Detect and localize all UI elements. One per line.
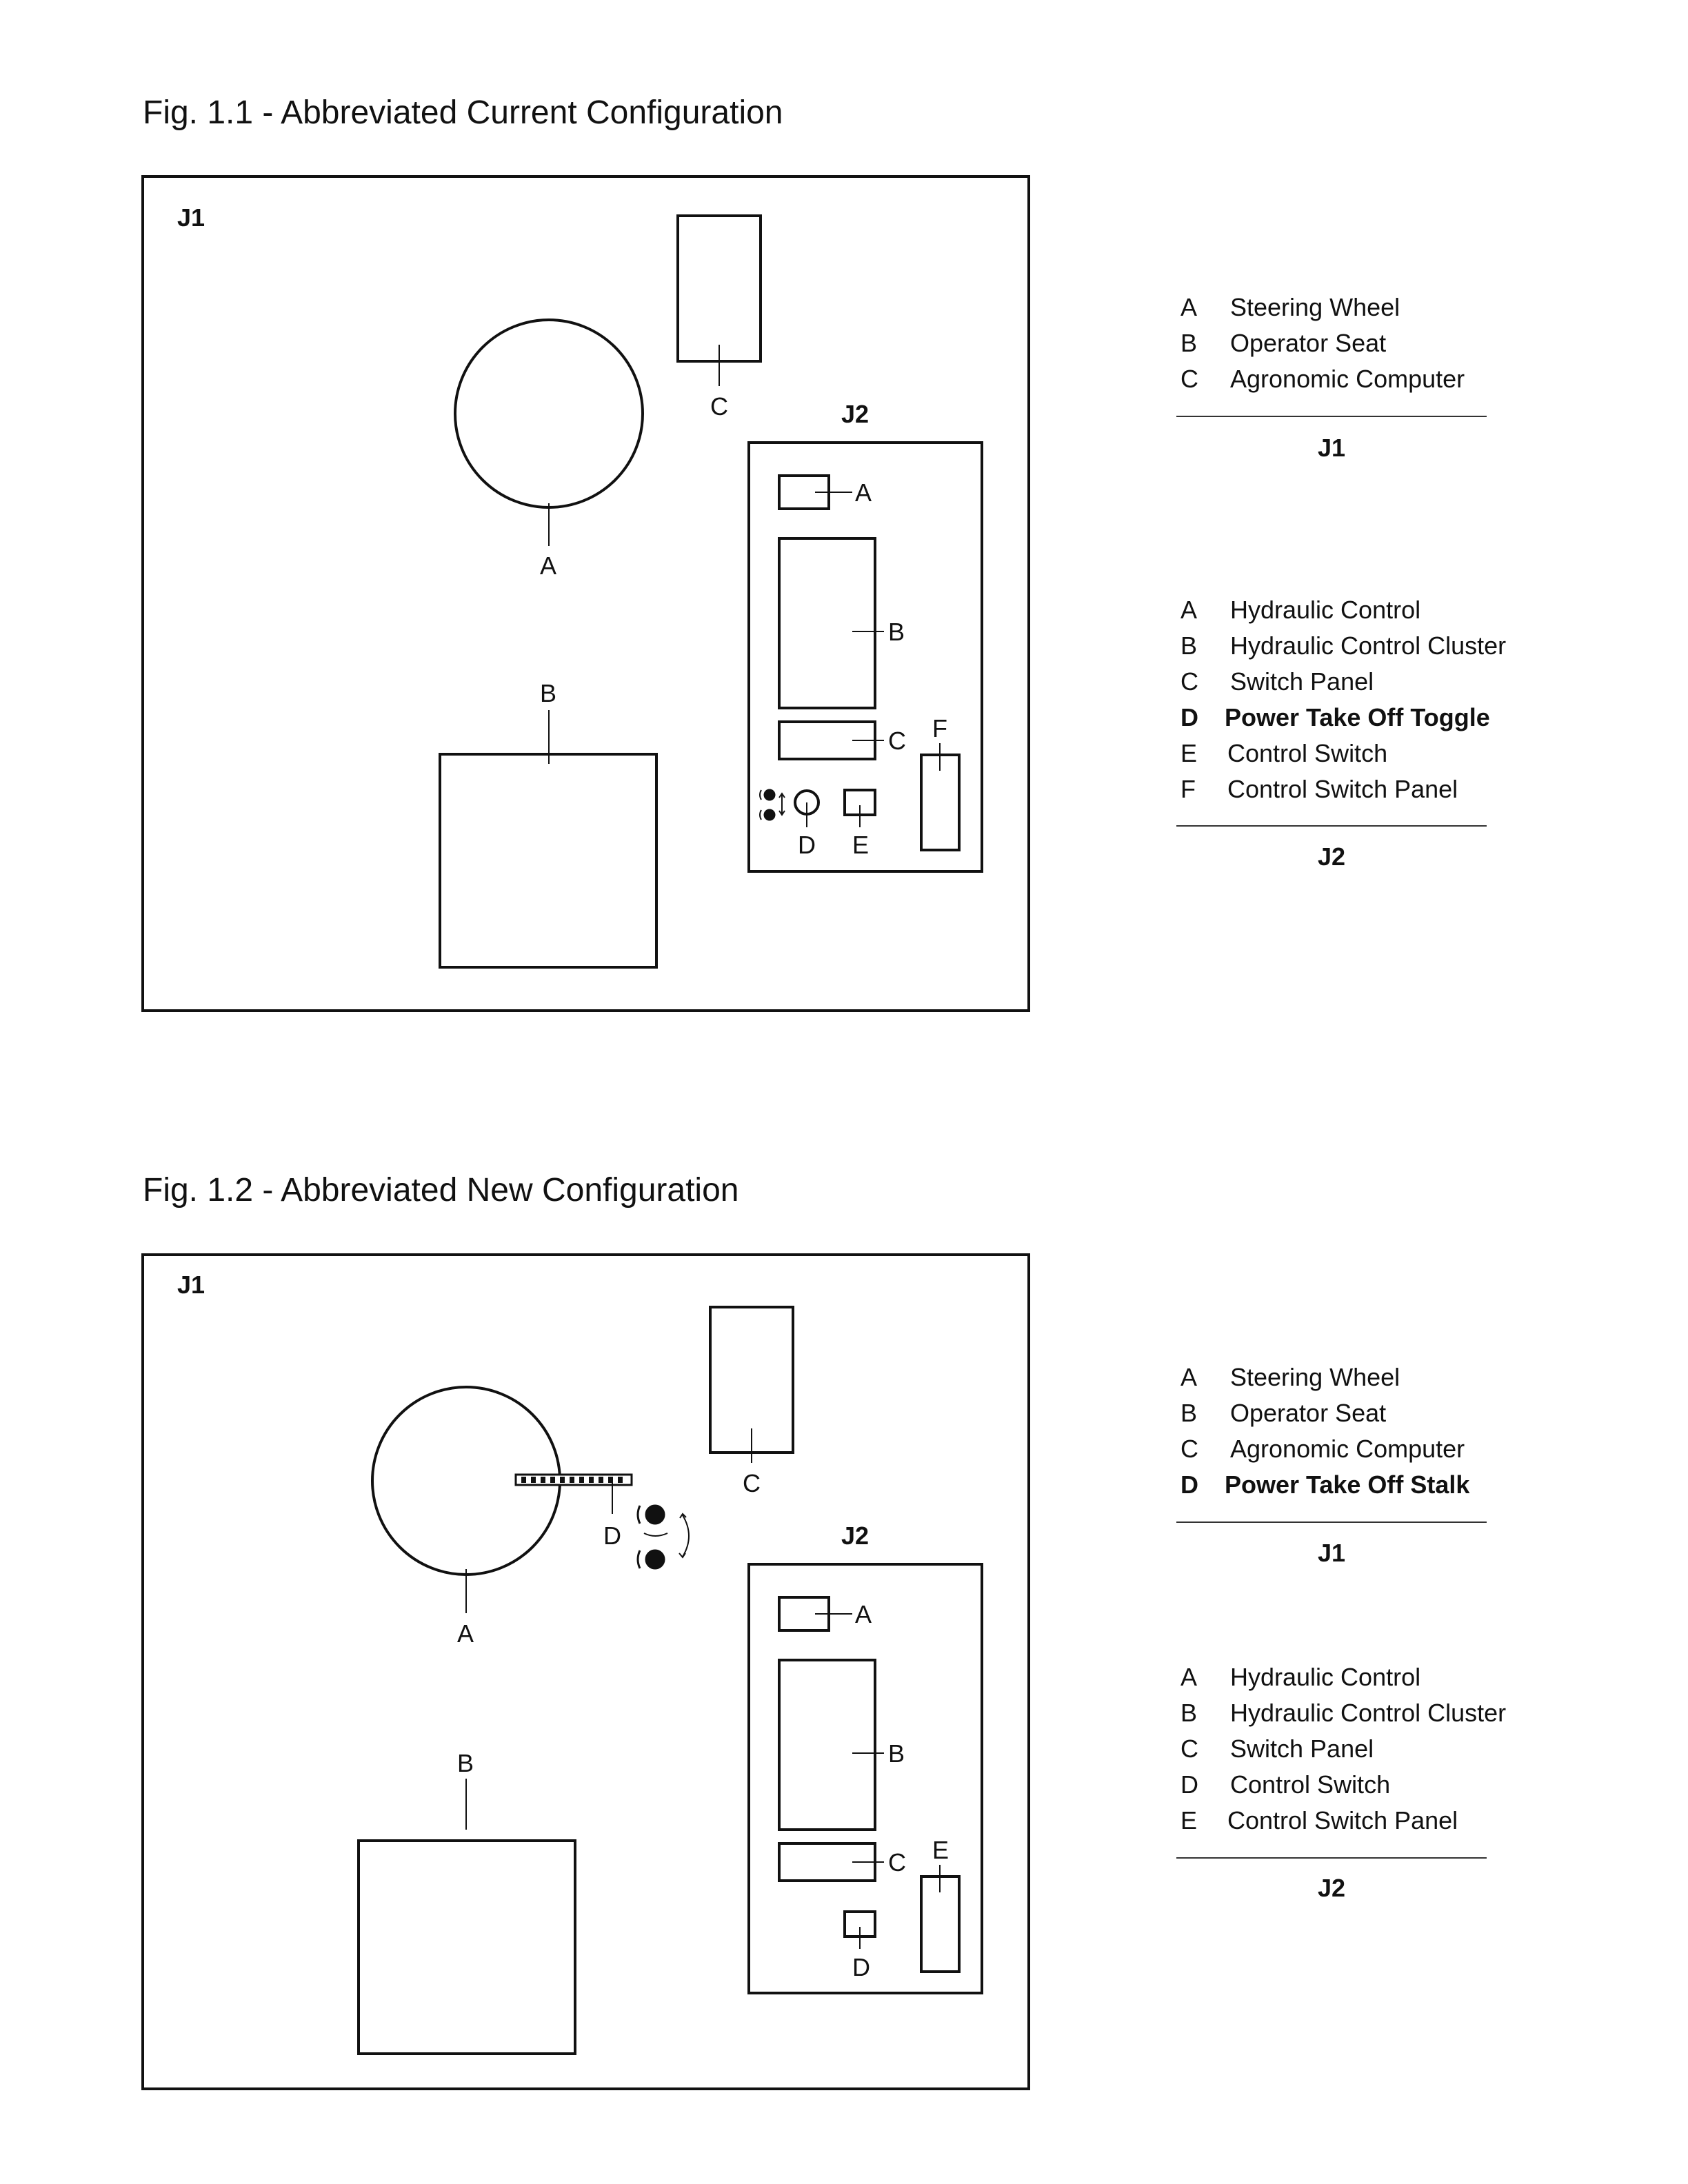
callout-j1-a: A (540, 552, 556, 580)
legend-label: Steering Wheel (1230, 293, 1400, 321)
legend-key: C (1180, 1435, 1198, 1463)
legend-key: D (1180, 1470, 1198, 1499)
legend-label: Control Switch Panel (1227, 775, 1458, 803)
callout-j2-b: B (888, 1739, 905, 1768)
legend-label: Steering Wheel (1230, 1363, 1400, 1391)
fig-1-1-legend-j1: A Steering Wheel B Operator Seat C Agron… (1176, 293, 1521, 472)
legend-divider (1176, 825, 1487, 827)
legend-key: C (1180, 1735, 1198, 1763)
hydraulic-control-cluster (778, 1659, 876, 1831)
legend-footer: J2 (1317, 1874, 1346, 1902)
callout-j2-a: A (855, 478, 872, 507)
legend-key: B (1180, 1399, 1198, 1427)
legend-key: B (1180, 1699, 1198, 1727)
fig-1-2-title: Fig. 1.2 - Abbreviated New Configuration (143, 1172, 739, 1209)
callout-j1-b: B (457, 1749, 474, 1777)
legend-label: Hydraulic Control (1230, 596, 1421, 624)
j2-zone-label: J2 (841, 400, 869, 428)
legend-key: C (1180, 667, 1198, 696)
j2-zone-outline (747, 1563, 983, 1994)
legend-label: Hydraulic Control Cluster (1230, 1699, 1507, 1727)
power-take-off-stalk (514, 1473, 633, 1486)
legend-label: Operator Seat (1230, 1399, 1387, 1427)
legend-key: A (1180, 1363, 1198, 1391)
legend-divider (1176, 1521, 1487, 1523)
legend-label: Power Take Off Stalk (1225, 1470, 1470, 1499)
legend-label: Control Switch (1230, 1770, 1391, 1799)
legend-label: Control Switch (1227, 739, 1388, 767)
callout-j1-c: C (710, 392, 728, 421)
j2-zone-outline (747, 441, 983, 873)
hydraulic-control-cluster (778, 537, 876, 709)
j1-zone-label: J1 (177, 1271, 205, 1299)
legend-key: E (1180, 739, 1198, 767)
callout-j2-c: C (888, 1848, 906, 1877)
stalk-motion-icon (636, 1504, 690, 1570)
legend-key: A (1180, 1663, 1198, 1691)
legend-label: Hydraulic Control Cluster (1230, 631, 1507, 660)
legend-label: Control Switch Panel (1227, 1806, 1458, 1834)
legend-key: B (1180, 631, 1198, 660)
fig-1-1-diagram: J1 J2 C A B A B C F D E (141, 175, 1030, 1012)
callout-j2-f: F (932, 714, 947, 742)
callout-j2-e: E (852, 831, 869, 859)
legend-label: Switch Panel (1230, 667, 1374, 696)
callout-j2-e: E (932, 1836, 949, 1864)
legend-divider (1176, 1857, 1487, 1859)
callout-j2-d: D (852, 1953, 870, 1981)
j2-zone-label: J2 (841, 1521, 869, 1550)
callout-j1-c: C (743, 1469, 761, 1497)
legend-footer: J1 (1317, 434, 1346, 462)
legend-key: C (1180, 365, 1198, 393)
fig-1-2-legend-j1: A Steering Wheel B Operator Seat C Agron… (1176, 1363, 1521, 1577)
callout-j1-d: D (603, 1521, 621, 1550)
legend-key: E (1180, 1806, 1198, 1834)
toggle-motion-icon (759, 789, 785, 821)
legend-key: F (1180, 775, 1196, 803)
j1-zone-outline (141, 175, 1030, 1012)
legend-key: A (1180, 293, 1198, 321)
legend-label: Operator Seat (1230, 329, 1387, 357)
legend-label: Agronomic Computer (1230, 365, 1465, 393)
legend-footer: J2 (1317, 842, 1346, 871)
fig-1-1-legend-j2: A Hydraulic Control B Hydraulic Control … (1176, 596, 1521, 885)
callout-j2-d: D (798, 831, 816, 859)
legend-divider (1176, 416, 1487, 417)
operator-seat (357, 1839, 576, 2055)
legend-label: Hydraulic Control (1230, 1663, 1421, 1691)
callout-j2-a: A (855, 1600, 872, 1628)
legend-label: Power Take Off Toggle (1225, 703, 1490, 731)
j1-zone-label: J1 (177, 203, 205, 232)
legend-key: B (1180, 329, 1198, 357)
callout-j2-c: C (888, 727, 906, 755)
callout-j1-b: B (540, 679, 556, 707)
legend-key: D (1180, 703, 1198, 731)
legend-label: Agronomic Computer (1230, 1435, 1465, 1463)
fig-1-1-title: Fig. 1.1 - Abbreviated Current Configura… (143, 94, 783, 131)
legend-footer: J1 (1317, 1539, 1346, 1567)
fig-1-2-legend-j2: A Hydraulic Control B Hydraulic Control … (1176, 1663, 1521, 1918)
callout-j1-a: A (457, 1619, 474, 1648)
callout-j2-b: B (888, 618, 905, 646)
legend-key: A (1180, 596, 1198, 624)
legend-label: Switch Panel (1230, 1735, 1374, 1763)
legend-key: D (1180, 1770, 1198, 1799)
fig-1-2-diagram: J1 J2 C A D B A B C E D (141, 1253, 1030, 2090)
j1-zone-outline (141, 1253, 1030, 2090)
